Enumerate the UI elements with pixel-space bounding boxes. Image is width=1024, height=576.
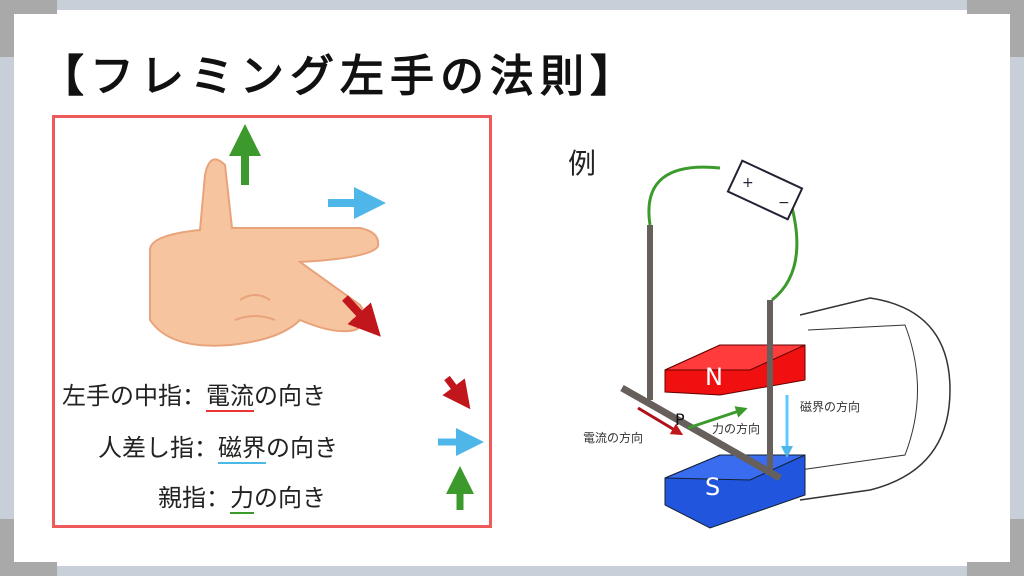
south-label: S xyxy=(705,473,720,501)
north-label: N xyxy=(705,363,723,391)
point-label: P xyxy=(675,410,685,429)
battery-minus: − xyxy=(778,195,790,211)
finger-label: 左手の中指： xyxy=(62,382,206,410)
corner-br xyxy=(967,562,1024,576)
corner-tl xyxy=(0,0,57,14)
corner-tr xyxy=(967,0,1024,14)
legend-row-force: 親指：力の向き xyxy=(158,478,326,514)
field-direction-label: 磁界の方向 xyxy=(800,399,860,414)
example-label: 例 xyxy=(568,147,597,180)
quantity-label: 磁界 xyxy=(218,434,266,464)
page-title: 【フレミング左手の法則】 xyxy=(40,51,640,102)
legend-red-arrow xyxy=(442,375,471,410)
magnet-diagram xyxy=(620,159,951,529)
finger-label: 人差し指： xyxy=(98,434,218,462)
legend-row-current: 左手の中指：電流の向き xyxy=(62,376,326,412)
middle-current-arrow xyxy=(342,295,381,337)
corner-br-v xyxy=(1010,519,1024,576)
corner-bl xyxy=(0,562,57,576)
corner-tl-v xyxy=(0,0,14,57)
current-direction-label: 電流の方向 xyxy=(583,430,643,445)
left-hand-illustration xyxy=(149,158,380,347)
suffix-label: の向き xyxy=(266,434,338,462)
suffix-label: の向き xyxy=(254,484,326,512)
quantity-label: 電流 xyxy=(206,382,254,412)
rule-box xyxy=(52,115,492,528)
battery-plus: + xyxy=(742,175,754,191)
suffix-label: の向き xyxy=(254,382,326,410)
force-direction-label: 力の方向 xyxy=(712,421,760,436)
legend-row-field: 人差し指：磁界の向き xyxy=(98,428,338,464)
corner-tr-v xyxy=(1010,0,1024,57)
corner-bl-v xyxy=(0,519,14,576)
finger-label: 親指： xyxy=(158,484,230,512)
quantity-label: 力 xyxy=(230,484,254,514)
